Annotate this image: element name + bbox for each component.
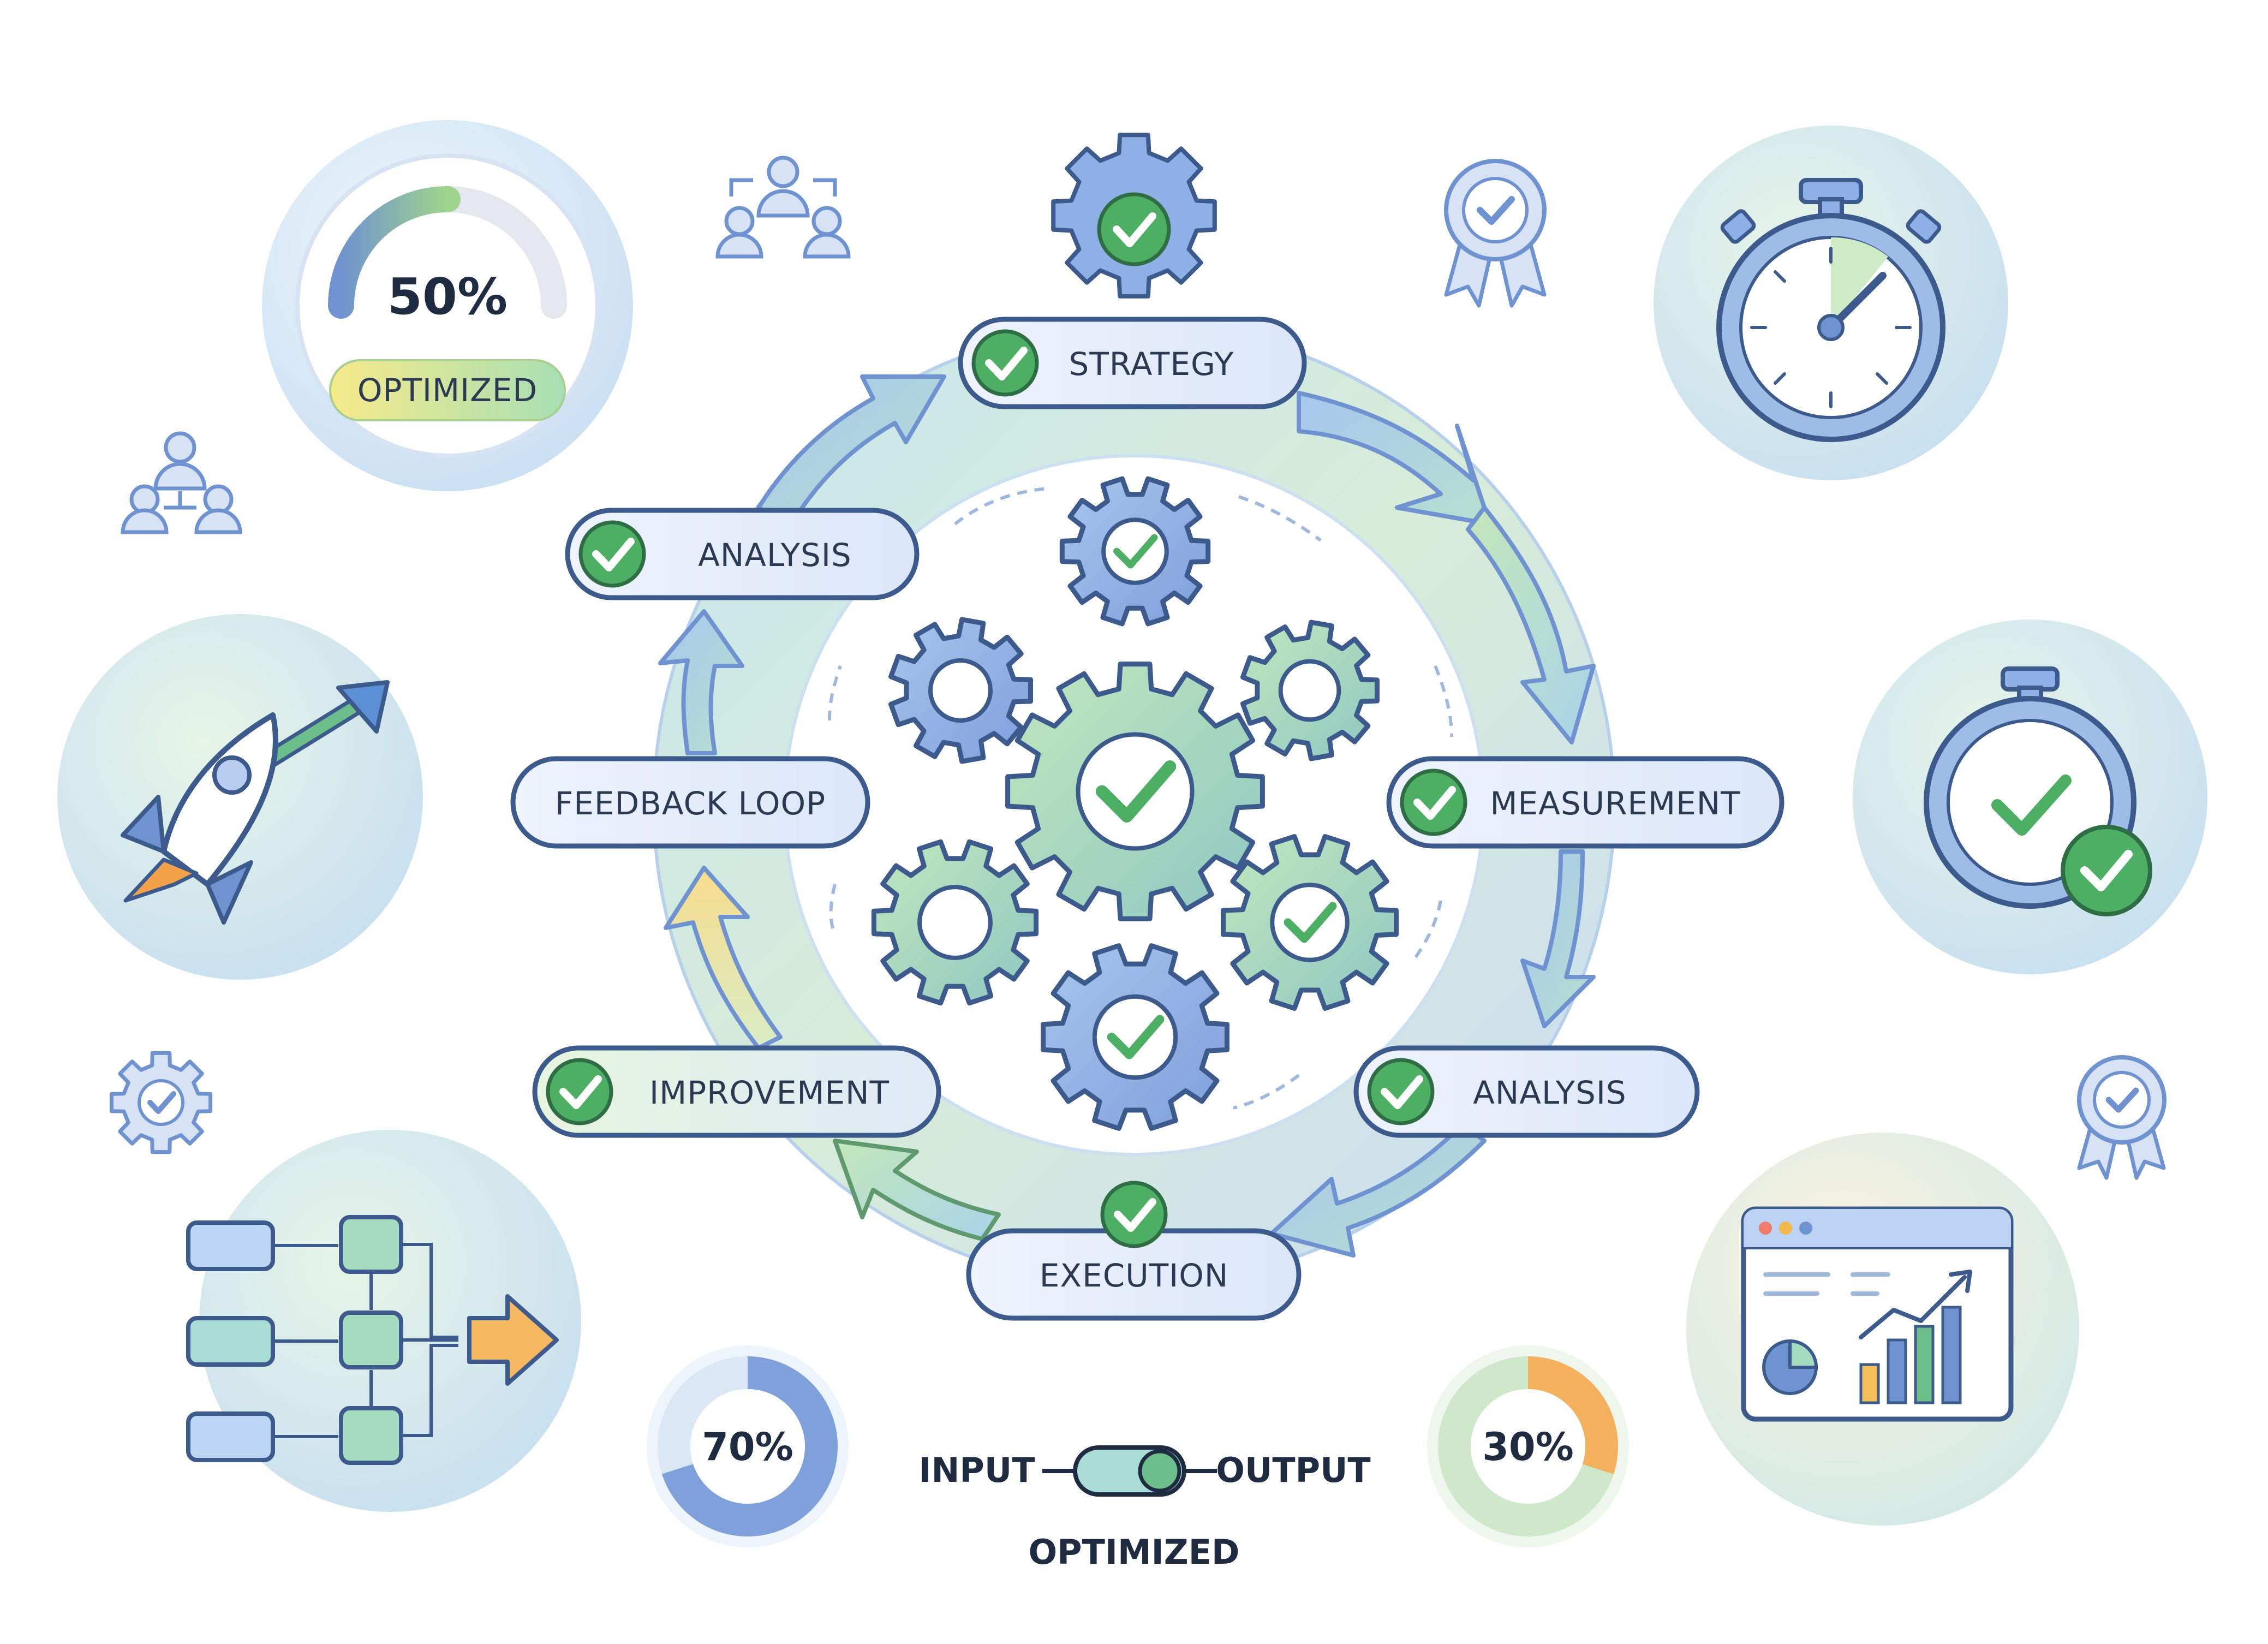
rocket-card [57, 614, 423, 980]
gear-lower-right-icon [1221, 834, 1399, 1011]
gauge-card: 50% OPTIMIZED [262, 120, 633, 491]
stopwatch-icon [1716, 178, 1945, 442]
team-icon-top [715, 156, 851, 259]
stage-label-measurement: MEASUREMENT [1490, 785, 1740, 822]
progress-value-30: 30% [1482, 1425, 1574, 1469]
dashboard-card [1686, 1133, 2079, 1526]
gauge-value: 50% [387, 267, 508, 326]
stage-strategy[interactable]: STRATEGY [958, 317, 1307, 409]
input-output-toggle[interactable]: INPUT OUTPUT OPTIMIZED [918, 1445, 1371, 1572]
arrow-feedback-to-analysis [658, 609, 744, 755]
stage-improvement[interactable]: IMPROVEMENT [532, 1045, 941, 1138]
optimized-caption: OPTIMIZED [1028, 1532, 1239, 1572]
stage-label-execution: EXECUTION [1040, 1257, 1229, 1294]
output-label: OUTPUT [1216, 1450, 1370, 1490]
progress-ring-30: 30% [1427, 1345, 1629, 1547]
flowchart-card [186, 1130, 581, 1512]
arrow-strategy-to-measurement [1297, 391, 1492, 526]
gauge-fill [328, 186, 461, 319]
gear-upper-left-icon [888, 617, 1033, 764]
progress-value-70: 70% [702, 1425, 793, 1469]
check-icon [578, 520, 646, 588]
award-badge-icon-top [1444, 159, 1547, 308]
check-icon [546, 1058, 613, 1125]
stage-label-feedback-loop: FEEDBACK LOOP [555, 785, 826, 822]
stopwatch-card [1654, 126, 2008, 480]
stage-label-strategy: STRATEGY [1069, 346, 1234, 383]
team-icon-left [121, 431, 242, 534]
gear-lower-left-icon [871, 839, 1039, 1006]
timer-check-card [1853, 620, 2207, 974]
arrow-execution-to-improvement [833, 1139, 1001, 1241]
check-icon [971, 329, 1039, 397]
progress-ring-70: 70% [647, 1345, 849, 1547]
award-badge-icon-right [2077, 1055, 2166, 1180]
gauge-badge: OPTIMIZED [357, 372, 538, 409]
arrow-measurement-down [1466, 505, 1596, 744]
inner-dashed-arrows [828, 487, 1453, 1110]
center-gears [871, 476, 1399, 1131]
timer-check-icon [1924, 666, 2152, 916]
arrow-measurement-to-analysis [1520, 849, 1596, 1028]
top-gear-icon [1051, 133, 1217, 299]
gear-top-icon [1059, 476, 1211, 627]
stage-execution[interactable]: EXECUTION [966, 1181, 1302, 1321]
check-icon [1367, 1058, 1435, 1125]
check-icon [1400, 769, 1467, 836]
stage-label-improvement: IMPROVEMENT [649, 1074, 890, 1111]
flowchart-icon [186, 1215, 559, 1465]
gear-center-icon [1005, 662, 1265, 921]
stage-feedback-loop[interactable]: FEEDBACK LOOP [510, 756, 870, 849]
gear-upper-right-icon [1240, 620, 1380, 761]
stage-label-analysis-left: ANALYSIS [698, 537, 852, 574]
stage-label-analysis-right: ANALYSIS [1473, 1074, 1627, 1111]
gear-bottom-icon [1041, 943, 1230, 1131]
arrow-improvement-to-feedback [664, 866, 783, 1050]
input-label: INPUT [918, 1450, 1035, 1490]
dashboard-window-icon [1741, 1206, 2014, 1422]
check-icon [1100, 1181, 1168, 1248]
stage-measurement[interactable]: MEASUREMENT [1386, 756, 1784, 849]
small-gear-check-icon [109, 1051, 213, 1154]
stage-analysis-right[interactable]: ANALYSIS [1353, 1045, 1700, 1138]
arrow-analysis-to-strategy [756, 374, 946, 526]
stage-analysis-left[interactable]: ANALYSIS [565, 508, 920, 600]
rocket-icon [121, 680, 390, 925]
